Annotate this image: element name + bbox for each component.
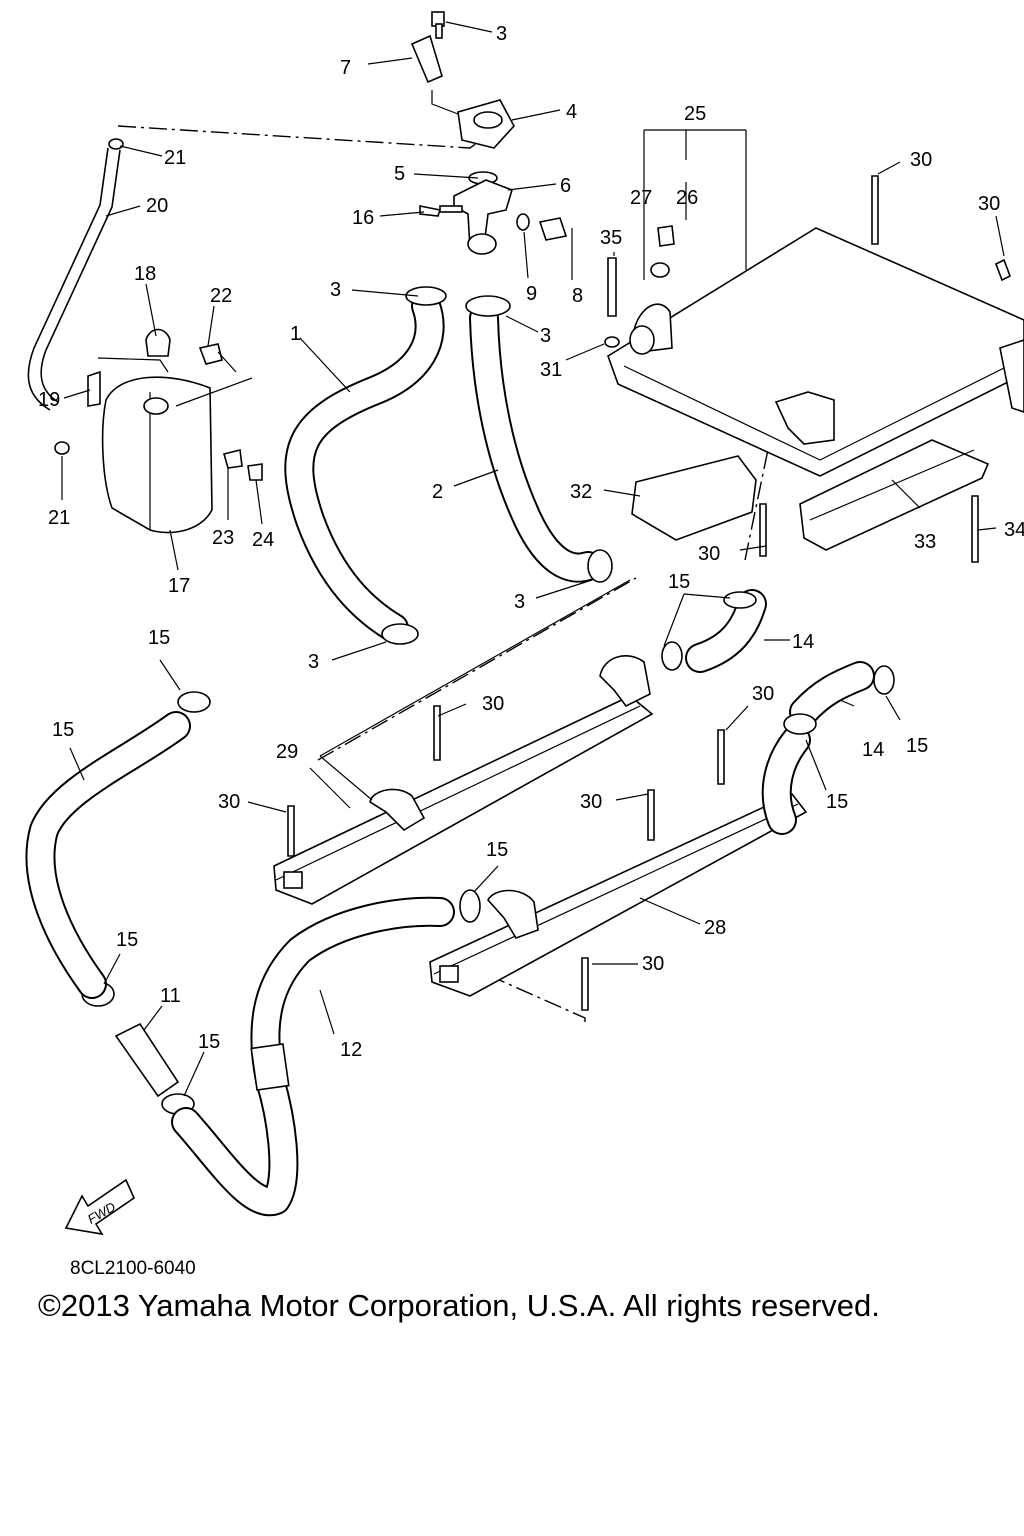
callout-15-b: 15 [148, 627, 170, 649]
collar-24 [247, 463, 263, 481]
callout-3-b: 3 [540, 325, 551, 347]
callout-30-e: 30 [752, 683, 774, 705]
callout-30-f: 30 [218, 791, 240, 813]
hose-clamp-3-group [381, 286, 613, 645]
callout-14-b: 14 [862, 739, 884, 761]
callout-13: 15 [52, 719, 74, 741]
callout-15-g: 15 [198, 1031, 220, 1053]
clip-21-bottom [54, 441, 70, 455]
callout-29: 29 [276, 741, 298, 763]
callout-3-a: 3 [330, 279, 341, 301]
callout-6: 6 [560, 175, 571, 197]
bolt-26 [657, 225, 675, 247]
thermostat-housing [419, 171, 568, 255]
callout-9: 9 [526, 283, 537, 305]
heat-exchanger-29 [273, 655, 654, 905]
sensor-8 [538, 217, 568, 241]
callout-15-c: 15 [906, 735, 928, 757]
callout-22: 22 [210, 285, 232, 307]
rivet-30-group [287, 175, 1012, 1011]
callout-33: 33 [914, 531, 936, 553]
callout-32: 32 [570, 481, 592, 503]
callout-20: 20 [146, 195, 168, 217]
reference-line-front [487, 974, 586, 1022]
callout-30-d: 30 [482, 693, 504, 715]
callout-11: 11 [160, 985, 181, 1007]
gasket-27 [650, 262, 670, 278]
callout-15-e: 15 [486, 839, 508, 861]
cap-18 [145, 328, 171, 357]
callout-3-c: 3 [514, 591, 525, 613]
washer-9 [516, 213, 530, 231]
callout-5: 5 [394, 163, 405, 185]
callout-30-a: 30 [910, 149, 932, 171]
callout-30-c: 30 [698, 543, 720, 565]
bolt-22 [198, 343, 223, 365]
pipe-outlet [774, 391, 835, 445]
callout-24: 24 [252, 529, 274, 551]
clip-21-top [108, 138, 124, 150]
callout-8: 8 [572, 285, 583, 307]
callout-18: 18 [134, 263, 156, 285]
callout-30-h: 30 [642, 953, 664, 975]
callout-30-b: 30 [978, 193, 1000, 215]
bracket-10 [410, 34, 443, 84]
callout-19: 19 [38, 389, 60, 411]
bracket-33 [799, 439, 990, 551]
hose-clamp-15-group [81, 591, 895, 1115]
callout-15-d: 15 [826, 791, 848, 813]
callout-2: 2 [432, 481, 443, 503]
callout-16: 16 [352, 207, 374, 229]
joint-11 [114, 1022, 180, 1098]
heat-exchanger-28 [429, 725, 811, 997]
pipe-19 [87, 370, 101, 407]
callout-31: 31 [540, 359, 562, 381]
heat-exchanger-upper [604, 129, 1024, 477]
callout-14-a: 14 [792, 631, 814, 653]
callout-10: 7 [340, 57, 351, 79]
diagram-code: 8CL2100-6040 [70, 1258, 196, 1279]
washer-31 [604, 336, 620, 348]
grommet-23 [223, 449, 243, 469]
cooling-system-diagram: FWD [25, 11, 1024, 1236]
radiator-cap-group [410, 11, 515, 149]
callout-25: 25 [684, 103, 706, 125]
reference-line-heat-exchanger [744, 374, 881, 561]
bolt-16 [419, 205, 442, 217]
reservoir-tank-17 [87, 328, 263, 534]
callout-34: 34 [1004, 519, 1024, 541]
callout-12: 12 [340, 1039, 362, 1061]
callout-28: 28 [704, 917, 726, 939]
sleeve-12 [250, 1043, 290, 1091]
callout-15-a: 15 [668, 571, 690, 593]
overflow-hose-20 [27, 147, 109, 411]
callout-17: 17 [168, 575, 190, 597]
callout-4: 4 [566, 101, 577, 123]
bracket-32 [631, 455, 757, 541]
copyright-notice: ©2013 Yamaha Motor Corporation, U.S.A. A… [38, 1288, 880, 1323]
callout-26: 26 [676, 187, 698, 209]
callout-21-bottom: 21 [48, 507, 70, 529]
callout-27: 27 [630, 187, 652, 209]
callout-35: 35 [600, 227, 622, 249]
callout-1: 1 [290, 323, 301, 345]
part-callouts: 3 7 4 5 6 16 9 8 3 3 3 3 1 2 21 20 18 22… [38, 23, 1024, 1061]
callout-15-f: 15 [116, 929, 138, 951]
callout-21-top: 21 [164, 147, 186, 169]
leader-lines [61, 21, 1005, 1097]
callout-7: 3 [496, 23, 507, 45]
callout-30-g: 30 [580, 791, 602, 813]
callout-23: 23 [212, 527, 234, 549]
callout-3-d: 3 [308, 651, 319, 673]
plug-35 [607, 257, 617, 317]
forward-arrow-icon: FWD [64, 1178, 136, 1236]
reference-line-overflow [117, 125, 485, 149]
